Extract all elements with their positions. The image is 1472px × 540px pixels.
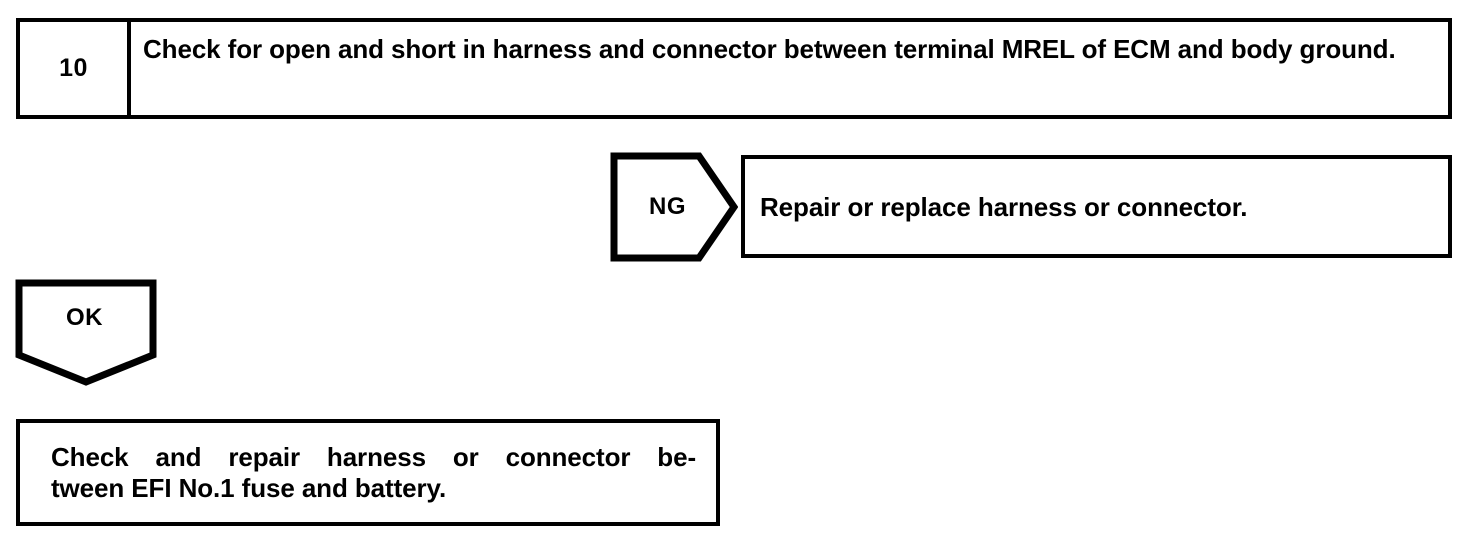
ng-arrow-label: NG <box>649 193 686 220</box>
step-number-cell: 10 <box>20 22 131 115</box>
step-instruction-text: Check for open and short in harness and … <box>143 34 1396 64</box>
step-number: 10 <box>59 54 88 82</box>
ok-arrow-label: OK <box>66 304 103 331</box>
final-action-line-2: tween EFI No.1 fuse and battery. <box>51 472 447 503</box>
ng-result-box: Repair or replace harness or connector. <box>741 155 1452 258</box>
final-action-line-1: Check and repair harness or connector be… <box>51 441 696 472</box>
final-action-box: Check and repair harness or connector be… <box>16 419 720 526</box>
step-instruction-cell: Check for open and short in harness and … <box>131 22 1448 115</box>
ok-arrow-icon <box>15 279 157 389</box>
step-box: 10 Check for open and short in harness a… <box>16 18 1452 119</box>
ng-arrow-icon <box>610 152 738 262</box>
ng-result-text: Repair or replace harness or connector. <box>760 191 1248 222</box>
final-action-text: Check and repair harness or connector be… <box>20 442 716 504</box>
